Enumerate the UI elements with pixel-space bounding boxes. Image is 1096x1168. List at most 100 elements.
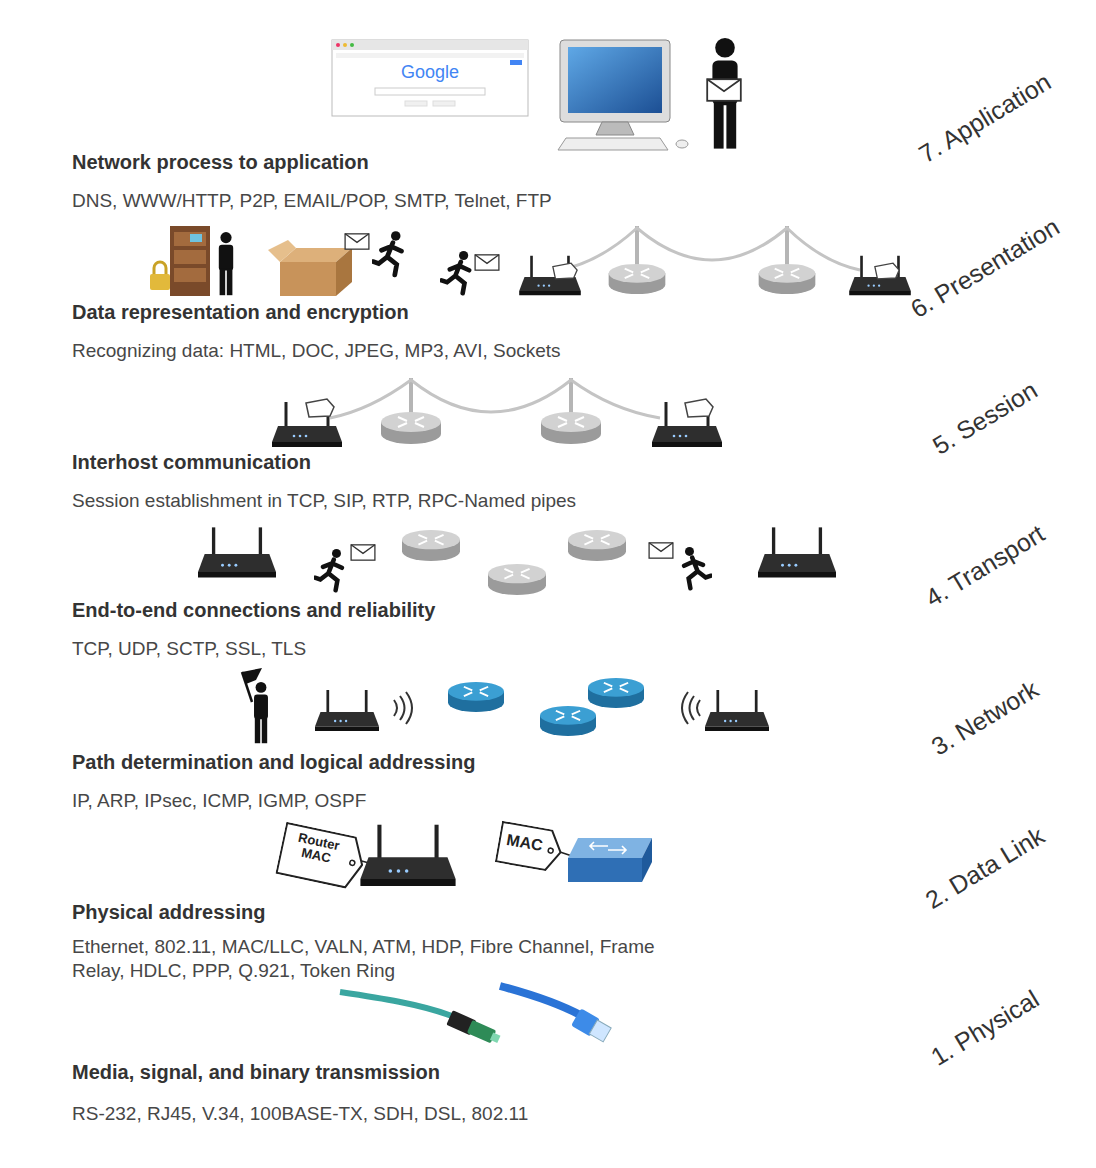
computer-monitor-part [558, 138, 668, 150]
slab-front-face [0, 930, 910, 988]
computer-monitor [558, 40, 688, 150]
layer-heading: Network process to application [72, 151, 369, 174]
osi-layer-slab: 7. ApplicationNetwork process to applica… [0, 80, 1075, 222]
transport-routers-part [649, 543, 673, 558]
slab-front-face [0, 780, 910, 822]
cardboard-box-part [268, 240, 296, 262]
router-bridge-part [306, 399, 334, 417]
protocol-list: Recognizing data: HTML, DOC, JPEG, MP3, … [72, 339, 902, 363]
mac-address-tag: MAC [495, 821, 565, 873]
slab-front-face [0, 480, 910, 522]
layer-name: 7. Application [914, 67, 1056, 169]
slab-front-face [0, 1090, 910, 1138]
transport-routers-part-part [684, 547, 711, 588]
transport-routers-part [198, 527, 276, 577]
protocol-list: DNS, WWW/HTTP, P2P, EMAIL/POP, SMTP, Tel… [72, 189, 902, 213]
network-routers [242, 668, 769, 743]
transport-routers-part [758, 527, 836, 577]
slab-top-face [0, 990, 1075, 1090]
browser-window-part [375, 88, 485, 95]
cardboard-box-part [336, 248, 352, 296]
slab-top-face [0, 80, 1075, 180]
layer-heading: Media, signal, and binary transmission [72, 1061, 440, 1084]
bookshelf-lock [150, 226, 233, 296]
running-couriers [345, 231, 499, 293]
tag-outline [496, 822, 564, 872]
tag-outline [277, 823, 368, 890]
router-bridge [519, 226, 911, 295]
browser-window-part [332, 40, 528, 116]
layer-heading: Interhost communication [72, 451, 311, 474]
osi-layer-slab: Router MACMAC2. Data LinkPhysical addres… [0, 830, 1075, 988]
router-bridge-part [560, 228, 860, 270]
transport-routers [198, 527, 836, 595]
router-and-switch-part [360, 825, 455, 886]
router-bridge-part [849, 256, 911, 296]
protocol-list: RS-232, RJ45, V.34, 100BASE-TX, SDH, DSL… [72, 1102, 902, 1126]
brand-label: Google [401, 62, 459, 83]
running-couriers-part [442, 251, 470, 293]
router-bridge-part [519, 256, 581, 296]
layer-heading: Data representation and encryption [72, 301, 409, 324]
bookshelf-lock-part [150, 274, 170, 290]
browser-window-part [332, 40, 528, 50]
network-cables-part [446, 1010, 502, 1047]
layer-heading: End-to-end connections and reliability [72, 599, 435, 622]
browser-window-part [336, 43, 340, 47]
transport-routers-part [351, 545, 375, 560]
running-couriers-part [373, 231, 402, 275]
osi-layer-slab: 6. PresentationData representation and e… [0, 230, 1075, 372]
person-with-letter-part [707, 79, 741, 101]
computer-monitor-part [568, 47, 662, 113]
browser-window-part [343, 43, 347, 47]
router-bridge [272, 378, 722, 447]
network-cables [340, 986, 612, 1047]
network-routers-part [448, 682, 504, 712]
layer-name: 6. Presentation [906, 212, 1065, 324]
protocol-list: Ethernet, 802.11, MAC/LLC, VALN, ATM, HD… [72, 935, 712, 983]
network-routers-part [315, 690, 379, 731]
osi-layer-slab: 5. SessionInterhost communicationSession… [0, 380, 1075, 522]
bookshelf-lock-part [174, 232, 206, 246]
browser-window [332, 40, 528, 116]
protocol-list: Session establishment in TCP, SIP, RTP, … [72, 489, 902, 513]
network-cables-part [571, 1008, 612, 1043]
transport-routers-part [402, 530, 460, 561]
router-bridge-part [330, 380, 660, 418]
protocol-list: TCP, UDP, SCTP, SSL, TLS [72, 637, 902, 661]
network-cables-part-part [490, 1033, 501, 1044]
browser-window-part [350, 43, 354, 47]
network-routers-part [394, 692, 412, 724]
transport-routers-part [684, 547, 711, 588]
computer-monitor-part [560, 40, 670, 122]
layer-name: 3. Network [926, 675, 1043, 762]
slab-front-face [0, 628, 910, 670]
cardboard-box [268, 240, 352, 296]
network-routers-part [540, 706, 596, 736]
osi-layer-slab: 4. TransportEnd-to-end connections and r… [0, 528, 1075, 670]
network-routers-part [254, 682, 268, 743]
bookshelf-lock-part [190, 234, 202, 242]
router-and-switch-part [568, 838, 652, 858]
transport-routers-part [315, 549, 342, 590]
slab-front-face [0, 180, 910, 222]
router-and-switch-part [568, 858, 642, 882]
tag-hole [548, 848, 554, 854]
slab-top-face [0, 680, 1075, 780]
layer-heading: Path determination and logical addressin… [72, 751, 475, 774]
router-and-switch-part [590, 842, 626, 854]
router-bridge-part [875, 263, 899, 279]
mac-address-tag: Router MAC [275, 822, 368, 891]
protocol-list: IP, ARP, IPsec, ICMP, IGMP, OSPF [72, 789, 902, 813]
router-bridge-part [541, 412, 601, 444]
layer-name: 2. Data Link [920, 821, 1049, 915]
transport-routers-part [488, 564, 546, 595]
bookshelf-lock-part [154, 262, 166, 274]
slab-front-face [0, 330, 910, 372]
network-routers-part [242, 668, 262, 684]
running-couriers-part [475, 255, 499, 270]
computer-monitor-part [676, 140, 688, 148]
layer-name: 5. Session [928, 375, 1043, 460]
browser-window-part [405, 101, 427, 106]
